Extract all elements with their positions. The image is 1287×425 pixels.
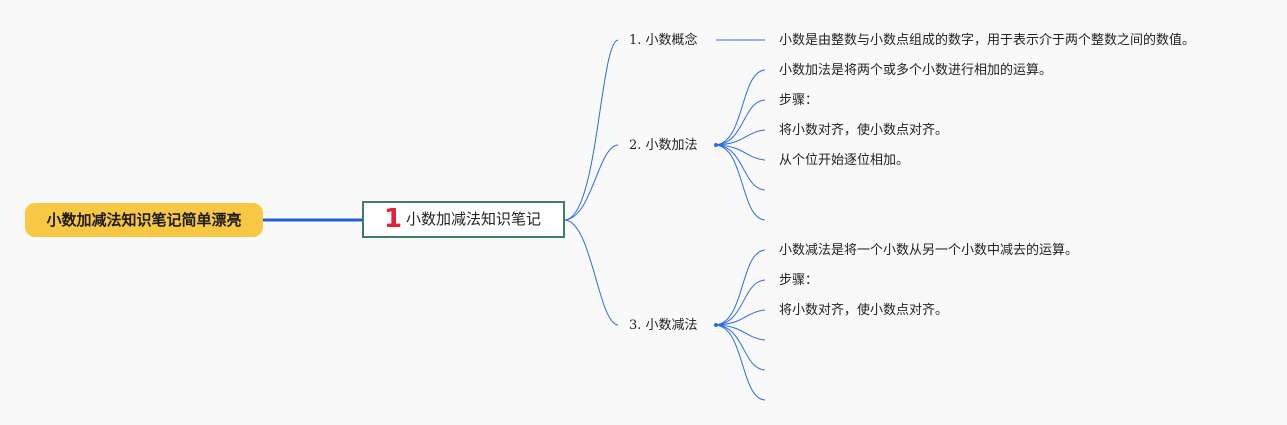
- topic-2-label[interactable]: 2. 小数加法: [629, 138, 698, 153]
- root-node[interactable]: 小数加减法知识笔记简单漂亮: [25, 203, 263, 237]
- root-label: 小数加减法知识笔记简单漂亮: [46, 211, 242, 229]
- topic-3-fan: [715, 249, 766, 401]
- topic-2-fan-knot: [714, 143, 718, 147]
- connector-topic-3: [564, 219, 619, 326]
- topic-3-leaf-2[interactable]: 步骤：: [779, 273, 819, 288]
- topic-2-leaf-4[interactable]: 从个位开始逐位相加。: [779, 153, 910, 168]
- topic-3-leaf-3[interactable]: 将小数对齐，使小数点对齐。: [779, 303, 949, 318]
- connector-topic-1: [564, 39, 619, 221]
- topic-2-leaf-3[interactable]: 将小数对齐，使小数点对齐。: [779, 123, 949, 138]
- topic-1-label[interactable]: 1. 小数概念: [629, 33, 698, 48]
- main-topic-number: 1: [384, 204, 403, 234]
- main-topic-node[interactable]: 1 小数加减法知识笔记: [362, 201, 565, 238]
- topic-2-leaf-2[interactable]: 步骤：: [779, 93, 819, 108]
- topic-1-leaf-1[interactable]: 小数是由整数与小数点组成的数字，用于表示介于两个整数之间的数值。: [779, 33, 1196, 48]
- topic-3-label[interactable]: 3. 小数减法: [629, 318, 698, 333]
- main-topic-label: 小数加减法知识笔记: [406, 210, 542, 228]
- topic-2-fan: [715, 69, 766, 221]
- connector-topic-2: [564, 144, 619, 221]
- topic-3-fan-knot: [714, 323, 718, 327]
- topic-3-leaf-1[interactable]: 小数减法是将一个小数从另一个小数中减去的运算。: [779, 243, 1079, 258]
- topic-2-leaf-1[interactable]: 小数加法是将两个或多个小数进行相加的运算。: [779, 63, 1053, 78]
